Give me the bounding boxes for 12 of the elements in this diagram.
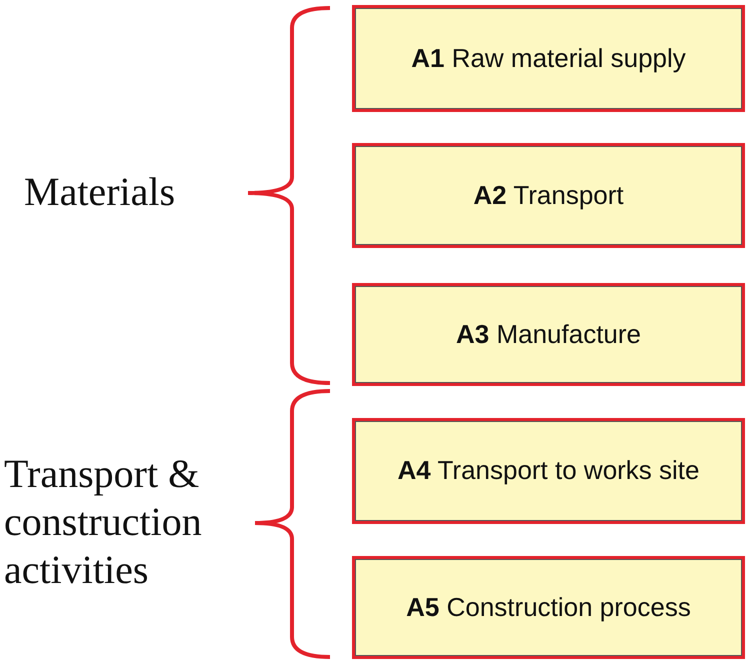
group-label: Transport & construction activities [4, 450, 203, 594]
stage-label: A2 Transport [473, 178, 624, 212]
stage-box [352, 556, 745, 659]
stage-label: A4 Transport to works site [397, 454, 700, 488]
group-label: Materials [24, 168, 176, 216]
stage-box [352, 143, 745, 248]
stage-label: A1 Raw material supply [411, 42, 686, 75]
stage-box [352, 418, 745, 524]
stage-label: A3 Manufacture [456, 318, 641, 351]
stage-box [352, 5, 745, 112]
stage-label: A5 Construction process [406, 590, 691, 624]
stage-box [352, 283, 745, 386]
